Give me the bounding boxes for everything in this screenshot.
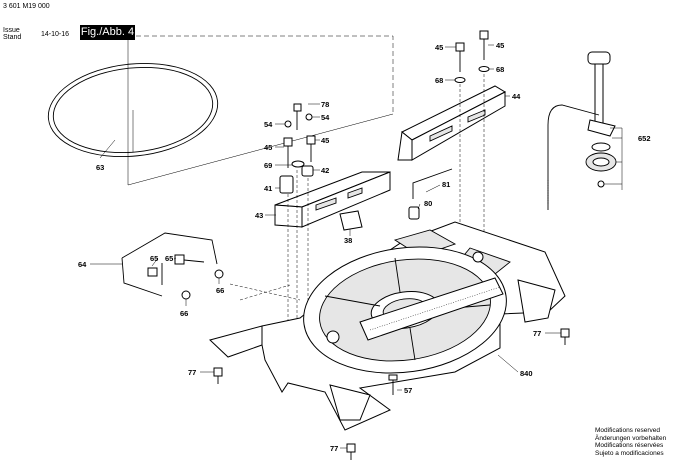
callout-77-bottom: 77 [330,444,338,453]
callout-45-left: 45 [264,143,272,152]
callout-80: 80 [424,199,432,208]
note-de: Änderungen vorbehalten [595,434,667,442]
callout-77-left: 77 [188,368,196,377]
callout-42: 42 [321,166,329,175]
foot-screws [213,328,570,460]
callout-840: 840 [520,369,533,378]
frame-line [128,35,394,114]
fence-screws-right [454,30,490,245]
callout-63: 63 [96,163,104,172]
callout-57: 57 [404,386,412,395]
hold-down-clamp [547,51,617,210]
note-fr: Modifications réservées [595,442,664,450]
callout-69: 69 [264,161,272,170]
callout-54-right: 54 [321,113,330,122]
callout-38: 38 [344,236,352,245]
stand-label: Stand [3,34,22,41]
part-number: 3 601 M19 000 [3,3,50,10]
issue-label: Issue [3,27,20,34]
callout-44: 44 [512,92,521,101]
bracket-64 [121,232,224,300]
belt-ring [47,62,219,158]
callout-68-right: 68 [496,65,504,74]
callout-77-right: 77 [533,329,541,338]
callout-54-left: 54 [264,120,273,129]
callout-45-top-left: 45 [435,43,443,52]
callout-65-right: 65 [165,254,173,263]
turntable [303,246,507,374]
hex-key [412,168,453,199]
callout-41: 41 [264,184,272,193]
callout-64: 64 [78,260,87,269]
callout-68-left: 68 [435,76,443,85]
callout-652: 652 [638,134,651,143]
fence-screws-left [279,103,316,330]
callout-43: 43 [255,211,263,220]
callout-65-left: 65 [150,254,158,263]
figure-label: Fig./Abb. 4 [80,25,135,40]
note-en: Modifications reserved [595,427,661,434]
callout-45-top-right: 45 [496,41,504,50]
leader-lines [90,44,623,449]
fence-left [274,171,391,228]
modification-notes: Modifications reserved Änderungen vorbeh… [595,427,666,457]
knob-80 [408,206,420,220]
label-plate [339,210,363,231]
issue-date: 14-10-16 [41,31,70,38]
callout-81: 81 [442,180,450,189]
callout-66-left: 66 [180,309,188,318]
fence-right [397,85,507,161]
callout-45-mid: 45 [321,136,329,145]
callout-78: 78 [321,100,329,109]
callout-66-right: 66 [216,286,224,295]
frame-line-2 [127,36,394,186]
note-es: Sujeto a modificaciones [595,449,664,457]
